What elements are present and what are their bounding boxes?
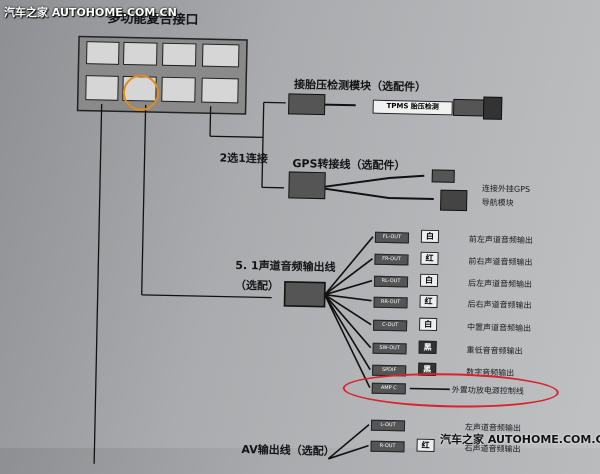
output-label: 前右声道音频输出 (468, 256, 532, 268)
output-plug: 红 (419, 295, 437, 308)
output-label: 后左声道音频输出 (468, 278, 532, 290)
output-tag: FR-OUT (374, 254, 408, 266)
gps-harness (289, 167, 468, 211)
output-plug: 红 (420, 252, 438, 265)
output-label: 中置声道音频输出 (467, 322, 531, 334)
av-tag: L-OUT (371, 420, 405, 432)
output-plug: 黑 (419, 341, 437, 354)
output-tag: C-OUT (373, 320, 407, 332)
output-label: 后右声道音频输出 (467, 299, 531, 311)
tpms-module-label: 接胎压检测模块（选配件） (294, 76, 426, 95)
watermark-bottom: 汽车之家 AUTOHOME.COM.CN (440, 431, 600, 447)
av-title: AV输出线（选配） (241, 441, 335, 459)
watermark-top: 汽车之家 AUTOHOME.COM.CN (4, 4, 177, 20)
select-note: 2选1连接 (219, 149, 268, 166)
output-tag: FL-OUT (375, 232, 409, 244)
multi-connector (78, 36, 248, 114)
output-label: 重低音音频输出 (466, 345, 522, 357)
tpms-chip: TPMS 胎压检测 (373, 100, 453, 116)
output-tag: RR-OUT (373, 297, 407, 309)
audio-subtitle: （选配） (235, 277, 279, 294)
output-plug: 白 (421, 230, 439, 243)
output-plug: 白 (419, 318, 437, 331)
output-tag: RL-OUT (374, 276, 408, 288)
gps-title: GPS转接线（选配件） (292, 155, 405, 173)
gps-line-2: 导航模块 (482, 197, 514, 209)
audio-title: 5. 1声道音频输出线 (235, 257, 336, 275)
output-plug: 白 (420, 274, 438, 287)
av-plug: 红 (416, 439, 434, 452)
output-label: 前左声道音频输出 (469, 234, 533, 246)
av-tag: R-OUT (370, 441, 404, 453)
gps-line-1: 连接外挂GPS (482, 183, 530, 195)
output-tag: SW-OUT (373, 343, 407, 355)
